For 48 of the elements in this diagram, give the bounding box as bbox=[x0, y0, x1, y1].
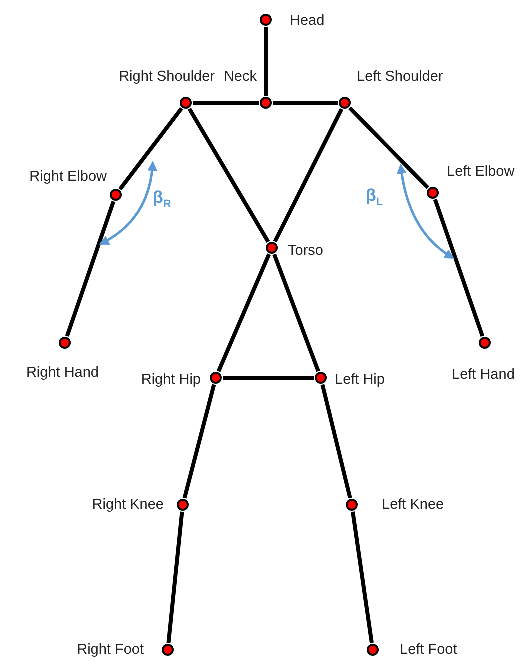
joint-marker bbox=[315, 372, 327, 384]
joint-marker bbox=[479, 337, 491, 349]
skeleton-bone bbox=[272, 254, 320, 372]
joint-label: Torso bbox=[288, 243, 324, 260]
joint-marker bbox=[346, 499, 358, 511]
skeleton-bone bbox=[188, 108, 270, 243]
joint-marker bbox=[427, 187, 439, 199]
skeleton-bone bbox=[223, 376, 314, 380]
skeleton-bone bbox=[118, 107, 184, 191]
joint-marker bbox=[177, 499, 189, 511]
skeleton-bone bbox=[351, 512, 374, 644]
skeleton-bone bbox=[216, 254, 272, 372]
joint-label: Right Foot bbox=[77, 642, 144, 659]
joint-marker bbox=[110, 189, 122, 201]
skeleton-bone bbox=[264, 27, 268, 96]
joint-label: Left Shoulder bbox=[357, 69, 444, 86]
joint-marker bbox=[266, 242, 278, 254]
joint-marker bbox=[59, 337, 71, 349]
joint-label: Right Knee bbox=[92, 497, 164, 514]
angle-label: β$_{R}$ bbox=[153, 188, 172, 212]
joint-label: Right Hand bbox=[26, 365, 99, 382]
joint-marker bbox=[210, 372, 222, 384]
skeleton-bone bbox=[273, 101, 338, 105]
joint-label: Left Hip bbox=[335, 372, 385, 389]
joint-label: Right Elbow bbox=[30, 169, 107, 186]
skeleton-bone bbox=[320, 384, 352, 499]
joint-marker bbox=[162, 644, 174, 656]
angle-label: β$_{L}$ bbox=[366, 186, 384, 210]
joint-label: Head bbox=[290, 13, 325, 30]
joint-marker bbox=[339, 97, 351, 109]
joint-label: Right Shoulder bbox=[119, 69, 215, 86]
joint-label: Left Foot bbox=[400, 642, 458, 659]
joint-label: Left Elbow bbox=[447, 164, 515, 181]
skeleton-bone bbox=[193, 101, 259, 105]
skeleton-bone bbox=[65, 200, 116, 338]
skeleton-bone bbox=[273, 108, 344, 243]
skeleton-bone bbox=[348, 106, 430, 190]
joint-marker bbox=[260, 97, 272, 109]
skeleton-bone bbox=[433, 198, 485, 338]
skeleton-bone bbox=[182, 384, 216, 499]
joint-marker bbox=[367, 644, 379, 656]
joint-label: Left Hand bbox=[452, 367, 515, 384]
joint-label: Neck bbox=[224, 69, 257, 86]
joint-marker bbox=[180, 97, 192, 109]
skeleton-bone bbox=[166, 512, 184, 644]
joint-marker bbox=[260, 14, 272, 26]
joint-label: Right Hip bbox=[141, 372, 201, 389]
joint-label: Left Knee bbox=[382, 497, 444, 514]
